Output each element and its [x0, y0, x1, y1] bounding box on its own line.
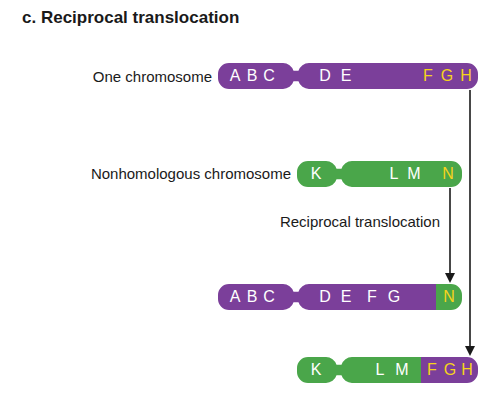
arrow-head [445, 273, 455, 283]
gene-letter: L [385, 161, 403, 187]
chromosome-segment [435, 161, 462, 187]
chromosome-segment [218, 284, 436, 310]
gene-letter: E [337, 284, 355, 310]
gene-letter: A [226, 284, 244, 310]
gene-letter: C [260, 284, 278, 310]
gene-letter: G [438, 63, 456, 89]
gene-letter: H [457, 63, 475, 89]
chromosome: K LMN [297, 161, 462, 187]
gene-letter: L [371, 357, 389, 383]
translocation-arrow [465, 90, 475, 356]
translocation-arrow [445, 188, 455, 283]
chromosome: ABC DE FGH [218, 63, 478, 89]
gene-letter: F [363, 284, 381, 310]
chromosome-outline [297, 161, 462, 187]
arrow-label: Reciprocal translocation [280, 213, 440, 230]
gene-letter: E [337, 63, 355, 89]
gene-letter: K [307, 161, 325, 187]
chromosome-label: One chromosome [93, 68, 212, 85]
chromosome-segment [218, 63, 478, 89]
gene-letter: G [441, 357, 459, 383]
chromosome-segment [297, 161, 435, 187]
chromosome-label: Nonhomologous chromosome [91, 165, 291, 182]
figure-title: c. Reciprocal translocation [22, 8, 239, 28]
chromosome-segment [436, 284, 462, 310]
gene-letter: N [440, 284, 458, 310]
gene-letter: F [423, 357, 441, 383]
gene-letter: C [260, 63, 278, 89]
gene-letter: A [226, 63, 244, 89]
chromosome: K LMFGH [297, 357, 478, 383]
arrow-head [465, 346, 475, 356]
gene-letter: M [393, 357, 411, 383]
gene-letter: K [307, 357, 325, 383]
gene-letter: F [419, 63, 437, 89]
arrow-line [449, 188, 451, 274]
chromosome-segment [421, 357, 478, 383]
gene-letter: B [243, 63, 261, 89]
gene-letter: D [316, 284, 334, 310]
chromosome-segment [297, 357, 421, 383]
gene-letter: G [385, 284, 403, 310]
gene-letter: H [458, 357, 476, 383]
gene-letter: M [405, 161, 423, 187]
chromosome: ABC DEFG N [218, 284, 462, 310]
arrow-line [469, 90, 471, 347]
gene-letter: D [316, 63, 334, 89]
gene-letter: N [439, 161, 457, 187]
gene-letter: B [243, 284, 261, 310]
